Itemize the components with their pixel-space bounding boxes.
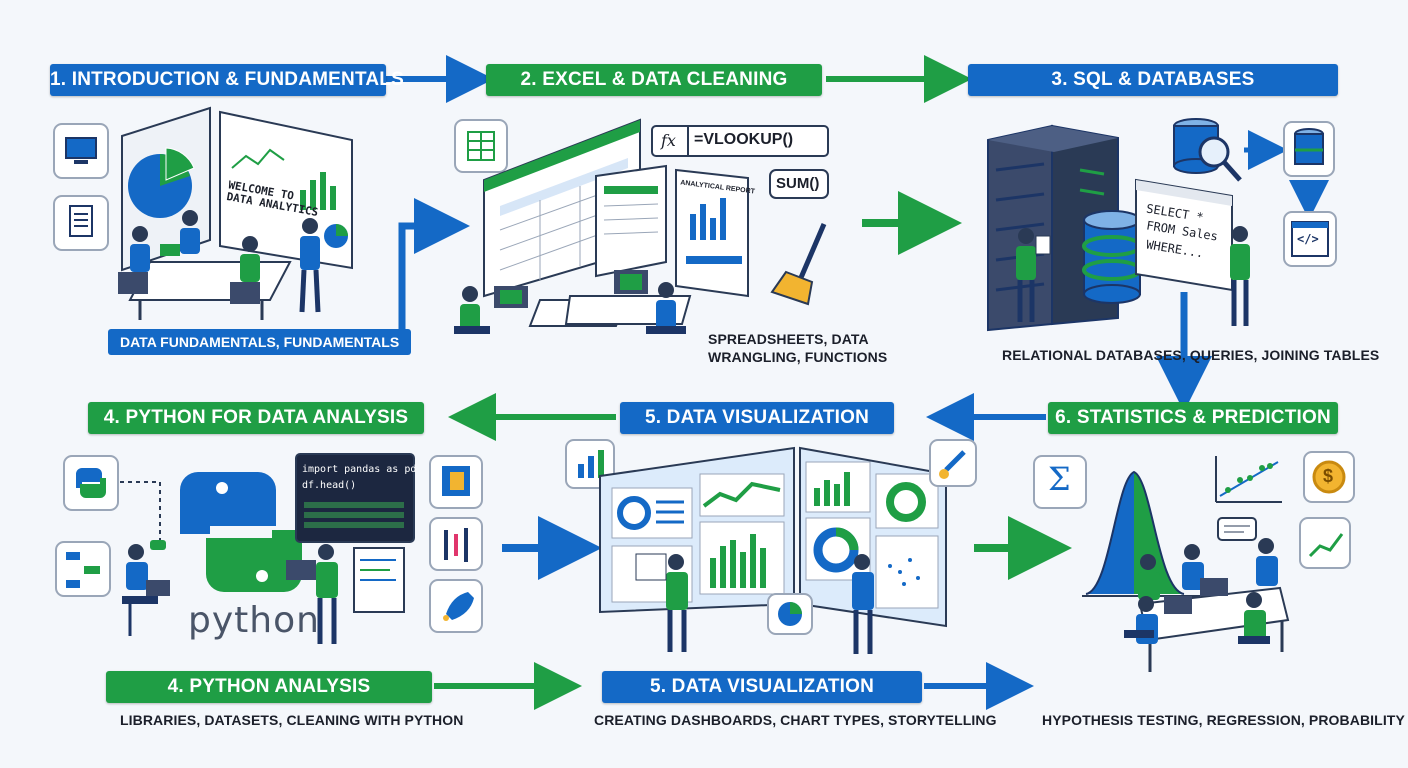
caption-visualization: CREATING DASHBOARDS, CHART TYPES, STORYT… bbox=[594, 712, 997, 728]
stats-meeting-scene bbox=[1124, 538, 1290, 672]
document-icon bbox=[53, 195, 109, 251]
banner-step4-python: 4. PYTHON FOR DATA ANALYSIS bbox=[88, 402, 424, 434]
paintbrush-icon bbox=[929, 439, 977, 487]
dashboard-left-panel bbox=[599, 446, 795, 614]
sum-formula: SUM() bbox=[776, 175, 820, 192]
banner-step1-introduction: 1. INTRODUCTION & FUNDAMENTALS bbox=[50, 64, 404, 96]
arrow-intro-to-excel bbox=[392, 198, 470, 345]
sql-window bbox=[1135, 178, 1233, 292]
spreadsheet-icon bbox=[454, 119, 508, 173]
rocket-icon bbox=[429, 579, 483, 633]
caption-sql: RELATIONAL DATABASES, QUERIES, JOINING T… bbox=[1002, 347, 1380, 363]
database-icon bbox=[1283, 121, 1335, 177]
banner-row3-data-visualization: 5. DATA VISUALIZATION bbox=[602, 671, 922, 703]
intro-meeting-scene bbox=[118, 210, 321, 320]
banner-step2-excel: 2. EXCEL & DATA CLEANING bbox=[486, 64, 822, 96]
pie-chart-icon bbox=[767, 593, 813, 635]
green-table-sheet bbox=[595, 164, 667, 278]
viz-people-scene bbox=[635, 553, 920, 654]
python-people-scene bbox=[122, 540, 405, 644]
python-logo bbox=[180, 472, 302, 592]
banner-step6-statistics: 6. STATISTICS & PREDICTION bbox=[1048, 402, 1338, 434]
dollar-symbol: $ bbox=[1323, 466, 1334, 486]
dashboard-right-panel bbox=[799, 446, 947, 628]
coin-icon bbox=[1303, 451, 1355, 503]
banner-row3-python-analysis: 4. PYTHON ANALYSIS bbox=[106, 671, 432, 703]
python-code-line1: import pandas as pd bbox=[302, 464, 417, 475]
broom-icon bbox=[770, 223, 827, 306]
code-window-icon bbox=[1283, 211, 1337, 267]
intro-welcome-board bbox=[219, 110, 353, 270]
caption-excel-line1: SPREADSHEETS, DATA bbox=[708, 331, 869, 347]
library-icon-1 bbox=[429, 455, 483, 509]
scatter-regression-chart bbox=[1215, 456, 1282, 503]
sum-box bbox=[769, 169, 829, 199]
sigma-icon bbox=[1033, 455, 1087, 509]
banner-step3-sql: 3. SQL & DATABASES bbox=[968, 64, 1338, 96]
formula-bar bbox=[651, 125, 829, 157]
line-chart-icon bbox=[1299, 517, 1351, 569]
sql-people-scene bbox=[1016, 226, 1250, 326]
python-wordmark: python bbox=[188, 600, 320, 641]
caption-python: LIBRARIES, DATASETS, CLEANING WITH PYTHO… bbox=[120, 712, 464, 728]
library-icon-2 bbox=[429, 517, 483, 571]
monitor-icon bbox=[53, 123, 109, 179]
fx-label: fx bbox=[661, 131, 676, 150]
analytical-report-sheet bbox=[675, 168, 749, 298]
excel-desk-scene bbox=[454, 270, 692, 334]
code-tag-label: </> bbox=[1297, 232, 1319, 246]
banner-step5-visualization: 5. DATA VISUALIZATION bbox=[620, 402, 894, 434]
caption-excel-line2: WRANGLING, FUNCTIONS bbox=[708, 349, 888, 365]
vlookup-formula: =VLOOKUP() bbox=[694, 131, 794, 148]
caption-statistics: HYPOTHESIS TESTING, REGRESSION, PROBABIL… bbox=[1042, 712, 1405, 728]
python-small-icon bbox=[63, 455, 119, 511]
sigma-symbol: Σ bbox=[1048, 460, 1071, 498]
db-search-icon bbox=[1173, 118, 1242, 182]
python-code-line2: df.head() bbox=[302, 480, 357, 491]
caption-intro: DATA FUNDAMENTALS, FUNDAMENTALS bbox=[108, 329, 412, 355]
code-editor bbox=[295, 453, 415, 543]
database-cylinder bbox=[1082, 210, 1142, 304]
flowchart-icon bbox=[55, 541, 111, 597]
chat-bubble-icon bbox=[1217, 517, 1257, 541]
